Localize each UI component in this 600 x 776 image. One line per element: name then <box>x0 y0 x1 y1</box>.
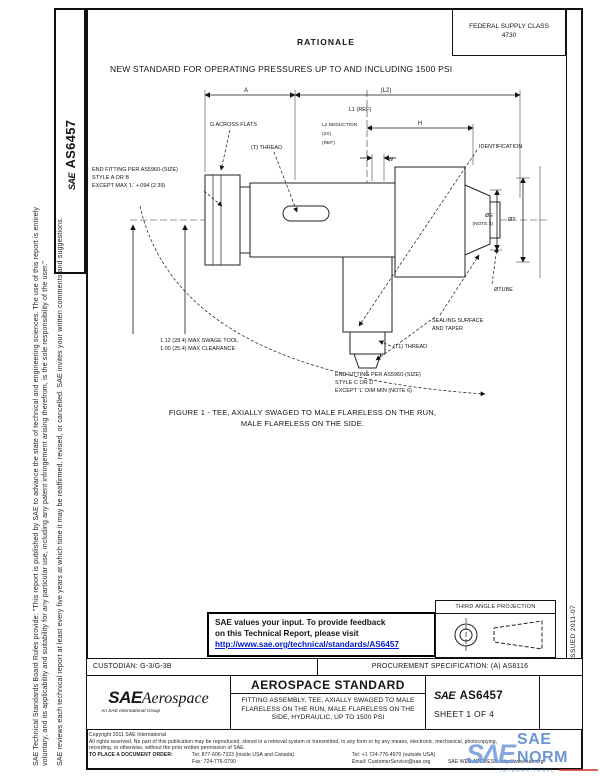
swing-note-1: 1.12 (28.4) MAX SWAGE TOOL <box>160 338 238 344</box>
standard-title-line-2: FLARELESS ON THE RUN, MALE FLARELESS ON … <box>241 705 415 713</box>
dim-l1-ref-label: L1 (REF) <box>349 107 371 113</box>
left-note-2: STYLE A OR B <box>92 175 129 181</box>
sae-logo-doc-number: SAE <box>434 690 456 702</box>
fax-number: Fax: 724-776-0790 <box>192 759 236 765</box>
sheet-frame <box>86 8 583 770</box>
bottom-note-3: EXCEPT 'L' DIM MIN (NOTE 6) <box>335 388 412 394</box>
feedback-line-2: on this Technical Report, please visit <box>215 629 359 638</box>
projection-symbol <box>454 618 543 652</box>
left-note-1: END FITTING PER AS5960-(SIZE) <box>92 167 178 173</box>
dim-oe-label: ØE <box>485 213 493 219</box>
doc-number: AS6457 <box>459 690 503 702</box>
dim-w-label: W <box>388 157 394 163</box>
fsc-value: 4730 <box>501 32 517 39</box>
federal-supply-class-box: FEDERAL SUPPLY CLASS 4730 <box>452 8 566 56</box>
dim-ot-label: ØT <box>508 217 516 223</box>
feedback-box: SAE values your input. To provide feedba… <box>207 612 436 657</box>
standard-title-line-1: FITTING ASSEMBLY, TEE, AXIALLY SWAGED TO… <box>241 697 415 704</box>
stack-note-3: (REF) <box>322 140 335 146</box>
dim-l2-label: (L2) <box>381 88 392 94</box>
stack-note-2: (2X) <box>322 131 331 137</box>
doc-number-cell: SAE AS6457 SHEET 1 OF 4 <box>425 675 540 730</box>
dim-h-label: H <box>418 121 422 127</box>
web-address: SAE WEB ADDRESS: http://www.sae.org <box>448 759 544 765</box>
sae-logo-subtext: An SAE International Group <box>101 709 161 714</box>
feedback-line-1: SAE values your input. To provide feedba… <box>215 618 386 627</box>
taper-note-2: AND TAPER <box>432 326 463 332</box>
side-doc-number: AS6457 <box>63 119 78 169</box>
rationale-text: NEW STANDARD FOR OPERATING PRESSURES UP … <box>110 64 453 74</box>
dim-a-label: A <box>244 88 248 94</box>
tel-inside: Tel: 877-606-7323 (inside USA and Canada… <box>192 752 295 758</box>
dimension-lines <box>130 92 526 334</box>
swing-note-2: 1.00 (25.4) MAX CLEARANCE <box>160 346 236 352</box>
third-angle-projection-box: THIRD ANGLE PROJECTION <box>435 600 556 658</box>
stack-note-1: L2 DEDUCTION <box>322 122 358 128</box>
figure-caption: FIGURE 1 - TEE, AXIALLY SWAGED TO MALE F… <box>130 407 475 429</box>
email-address: Email: CustomerService@sae.org <box>352 759 431 765</box>
dim-oe-note-label: (NOTE 3) <box>472 221 493 227</box>
o-tube-label: ØTUBE <box>494 287 513 293</box>
order-label: TO PLACE A DOCUMENT ORDER: <box>89 752 173 758</box>
feedback-url-link[interactable]: http://www.sae.org/technical/standards/A… <box>215 640 399 649</box>
side-disclaimer-line-1: SAE Technical Standards Board Rules prov… <box>33 206 40 766</box>
fsc-label: FEDERAL SUPPLY CLASS <box>469 23 549 30</box>
rights-line-1: All rights reserved. No part of this pub… <box>89 738 498 745</box>
procurement-cell: PROCUREMENT SPECIFICATION: (A) AS8116 <box>317 658 583 676</box>
side-doc-number-box: SAE AS6457 <box>54 8 86 274</box>
t1-thread-label: (T1) THREAD <box>393 344 427 350</box>
side-disclaimer-line-2: voluntary, and its applicability and sui… <box>42 260 49 766</box>
copyright-line: Copyright 2011 SAE International <box>89 732 167 738</box>
bottom-note-1: END FITTING PER AS5960-(SIZE) <box>335 372 421 378</box>
right-margin-line <box>566 8 567 658</box>
sae-logo: SAE <box>108 688 142 707</box>
watermark-logo: SΛE <box>466 739 516 769</box>
standard-title-line-3: SIDE, HYDRAULIC, UP TO 1500 PSI <box>271 714 385 721</box>
watermark-subtext: INTERNATIONAL <box>500 768 556 773</box>
sheet-number: SHEET 1 OF 4 <box>434 709 495 719</box>
sae-aerospace-logo-cell: SAEAerospace An SAE International Group <box>86 675 231 730</box>
leader-lines <box>139 129 499 397</box>
g-across-flats-label: G ACROSS FLATS <box>210 122 257 128</box>
figure-caption-line-2: MALE FLARELESS ON THE SIDE. <box>240 419 365 428</box>
swage-tool-swing-arc <box>139 205 486 397</box>
taper-note-1: SEALING SURFACE <box>432 318 484 324</box>
rights-line-2: recording, or otherwise, without the pri… <box>89 745 246 751</box>
projection-label: THIRD ANGLE PROJECTION <box>436 601 555 614</box>
identification-label: IDENTIFICATION <box>479 144 522 150</box>
footer-legal: Copyright 2011 SAE International All rig… <box>89 732 559 752</box>
rationale-title: RATIONALE <box>297 37 355 47</box>
figure-caption-line-1: FIGURE 1 - TEE, AXIALLY SWAGED TO MALE F… <box>168 408 437 417</box>
standard-title-cell: AEROSPACE STANDARD FITTING ASSEMBLY, TEE… <box>230 675 426 730</box>
t-thread-label: (T) THREAD <box>251 145 282 151</box>
issued-date-vertical: ISSUED 2011-07 <box>570 605 577 660</box>
bottom-note-2: STYLE C OR D <box>335 380 373 386</box>
tee-body-outline <box>204 166 501 369</box>
identification-slot <box>282 205 330 222</box>
figure-tee-drawing: A (L2) L1 (REF) H W L2 DEDUCTION (2X) (R… <box>92 88 550 397</box>
custodian-cell: CUSTODIAN: G-3/G-3B <box>86 658 318 676</box>
left-note-3: EXCEPT MAX 'L' +.094 (2.39) <box>92 183 166 189</box>
aerospace-logo-text: Aerospace <box>141 690 209 707</box>
aerospace-standard-heading: AEROSPACE STANDARD <box>231 676 425 694</box>
revision-cell-blank <box>539 675 583 730</box>
sae-norm-watermark: SΛE SAE NORM INTERNATIONAL <box>466 731 598 773</box>
tel-outside: Tel: +1 724-776-4970 (outside USA) <box>352 752 436 758</box>
watermark-name: SAE NORM <box>517 731 568 766</box>
watermark-red-line <box>559 769 598 771</box>
sae-logo-side: SAE <box>67 172 77 190</box>
